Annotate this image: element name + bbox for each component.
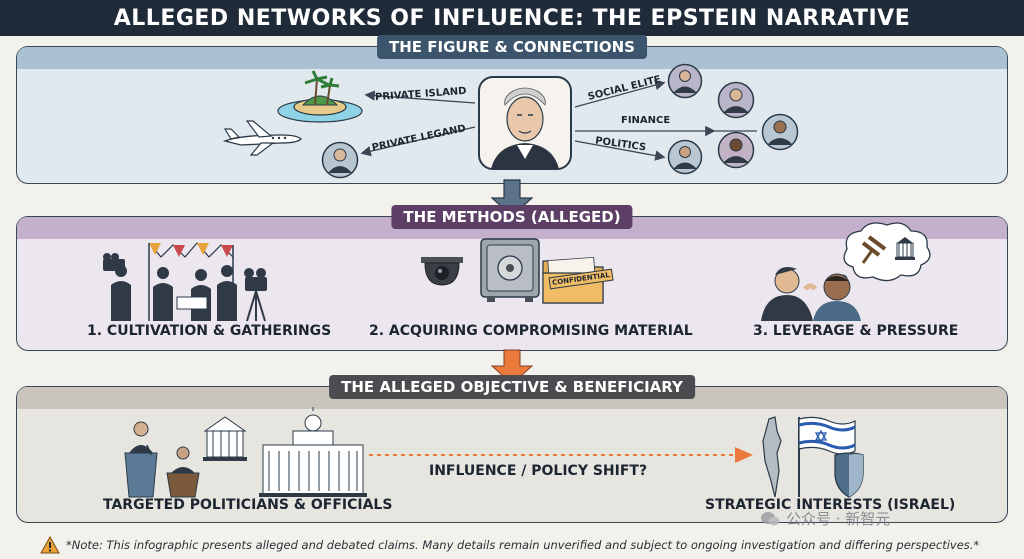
method-label-1: 1. CULTIVATION & GATHERINGS [87,323,332,339]
methods-panel: THE METHODS (ALLEGED) 1. CULTIVATION & G… [16,205,1008,351]
central-figure-portrait [478,76,572,170]
title-bar: ALLEGED NETWORKS OF INFLUENCE: THE EPSTE… [0,0,1024,36]
island-icon [277,70,363,123]
finance-avatar-icon-3 [717,131,755,169]
security-camera-icon [421,257,463,286]
watermark-text: 公众号 · 新智元 [786,510,891,528]
associate-avatar-icon [321,141,359,179]
finance-avatar-icon-2 [761,113,799,151]
method-label-2: 2. ACQUIRING COMPROMISING MATERIAL [369,323,693,339]
section-header-objective: THE ALLEGED OBJECTIVE & BENEFICIARY [329,375,695,399]
objective-right-label: STRATEGIC INTERESTS (ISRAEL) [705,497,956,513]
warning-icon [40,536,60,554]
dotted-influence-arrow [369,447,753,463]
objective-left-label: TARGETED POLITICIANS & OFFICIALS [103,497,393,513]
page-title: ALLEGED NETWORKS OF INFLUENCE: THE EPSTE… [113,5,911,31]
figure-connections-panel: THE FIGURE & CONNECTIONS [16,35,1008,184]
section-header-figure: THE FIGURE & CONNECTIONS [377,35,647,59]
objective-middle-label: INFLUENCE / POLICY SHIFT? [429,463,648,479]
leverage-pressure-icon [761,222,931,321]
watermark: 公众号 · 新智元 [760,508,890,529]
israel-map-flag-shield-icon [762,416,864,498]
finance-avatar-icon-1 [717,81,755,119]
private-jet-icon [222,120,302,156]
social-elite-avatar-icon [667,63,703,99]
method-label-3: 3. LEVERAGE & PRESSURE [753,323,959,339]
connection-lines [360,80,757,161]
section-header-methods: THE METHODS (ALLEGED) [391,205,633,229]
footer-note: *Note: This infographic presents alleged… [40,534,1020,556]
politicians-buildings-icon [124,407,367,498]
label-finance: FINANCE [621,115,671,126]
politics-avatar-icon [667,139,703,175]
chat-bubble-icon [761,511,780,525]
safe-icon [480,238,540,302]
footer-note-text: *Note: This infographic presents alleged… [66,538,980,552]
objective-panel: THE ALLEGED OBJECTIVE & BENEFICIARY TARG… [16,375,1008,523]
gathering-icon [103,242,267,322]
